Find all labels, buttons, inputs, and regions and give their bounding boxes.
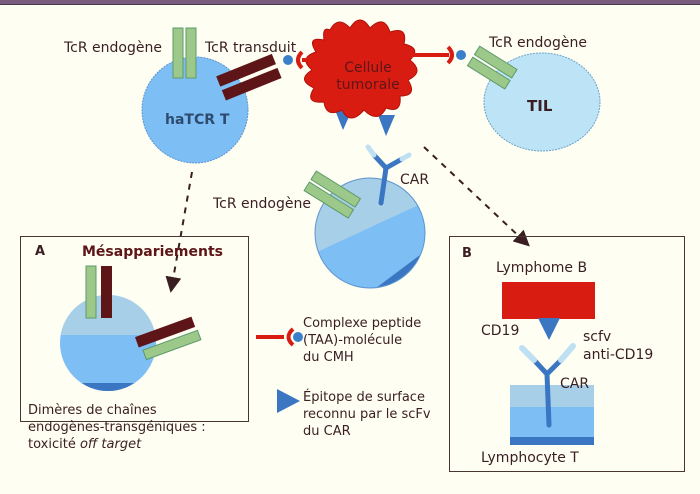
label-scfv: scfv anti-CD19 bbox=[583, 328, 653, 364]
panel-a-caption: Dimères de chaînes endogènes-transgéniqu… bbox=[28, 402, 206, 453]
arrow-to-panel-b bbox=[423, 146, 530, 247]
label-scfv-line2: anti-CD19 bbox=[583, 347, 654, 363]
tcr-endogenous-chain bbox=[172, 27, 184, 79]
lymphoma-b-cell bbox=[502, 282, 595, 319]
label-lymphocyte-t: Lymphocyte T bbox=[481, 450, 579, 466]
car-anti-cd19 bbox=[519, 343, 576, 428]
mismatched-dimer bbox=[135, 316, 202, 361]
legend-item-mhc-complex: Complexe peptide (TAA)-molécule du CMH bbox=[303, 316, 422, 365]
panel-b-drawing bbox=[502, 282, 595, 445]
label-hatcr-t: haTCR T bbox=[165, 112, 230, 128]
label-tcr-transduit: TcR transduit bbox=[205, 40, 297, 56]
label-car: CAR bbox=[400, 172, 430, 188]
label-tcr-endogene-car: TcR endogène bbox=[213, 196, 311, 212]
caption-line-2: endogènes-transgéniques : bbox=[28, 420, 206, 435]
label-lymphome-b: Lymphome B bbox=[496, 260, 588, 276]
cd19-antigen bbox=[538, 318, 560, 340]
label-car-b: CAR bbox=[560, 376, 590, 392]
car-t-cell bbox=[303, 144, 426, 289]
mhc-cup bbox=[296, 50, 304, 70]
surface-epitope bbox=[378, 115, 395, 136]
peptide-dot bbox=[283, 55, 293, 65]
panel-a-letter: A bbox=[35, 244, 46, 259]
tumor-cell bbox=[283, 19, 466, 136]
label-cd19: CD19 bbox=[481, 323, 520, 339]
endogenous-chain bbox=[85, 265, 97, 319]
tcr-endogenous-til bbox=[466, 45, 518, 90]
til-cell bbox=[466, 45, 601, 152]
panel-b bbox=[449, 236, 685, 472]
surface-epitope-triangle-icon bbox=[277, 389, 300, 413]
tcr-transduced bbox=[216, 53, 282, 101]
caption-off-target: off target bbox=[79, 437, 142, 452]
panel-a bbox=[20, 236, 249, 422]
label-scfv-line1: scfv bbox=[583, 329, 612, 345]
label-tcr-endogene-hatcr: TcR endogène bbox=[64, 40, 162, 56]
label-tumor-line2: tumorale bbox=[336, 76, 400, 93]
tcr-endogenous-car bbox=[303, 170, 362, 219]
label-tumor-cell: Cellule tumorale bbox=[328, 60, 408, 94]
tcr-endogenous-chain bbox=[185, 27, 197, 79]
peptide-dot bbox=[456, 50, 466, 60]
label-til: TIL bbox=[527, 97, 553, 115]
top-border bbox=[0, 0, 700, 5]
hatcr-t-cell bbox=[141, 27, 282, 164]
mhc-peptide-complex-icon bbox=[256, 327, 303, 347]
legend-item-surface-epitope: Épitope de surface reconnu par le scFv d… bbox=[303, 390, 431, 439]
caption-line-1: Dimères de chaînes bbox=[28, 403, 157, 418]
mhc-cup bbox=[446, 45, 454, 65]
label-tcr-endogene-til: TcR endogène bbox=[489, 35, 587, 51]
panel-a-title: Mésappariements bbox=[82, 244, 223, 260]
car-receptor bbox=[365, 144, 412, 206]
label-tumor-line1: Cellule bbox=[344, 60, 392, 76]
panel-b-letter: B bbox=[462, 246, 472, 261]
caption-line-3: toxicité bbox=[28, 437, 80, 452]
transgenic-chain bbox=[101, 266, 112, 318]
panel-a-cell bbox=[60, 265, 202, 391]
